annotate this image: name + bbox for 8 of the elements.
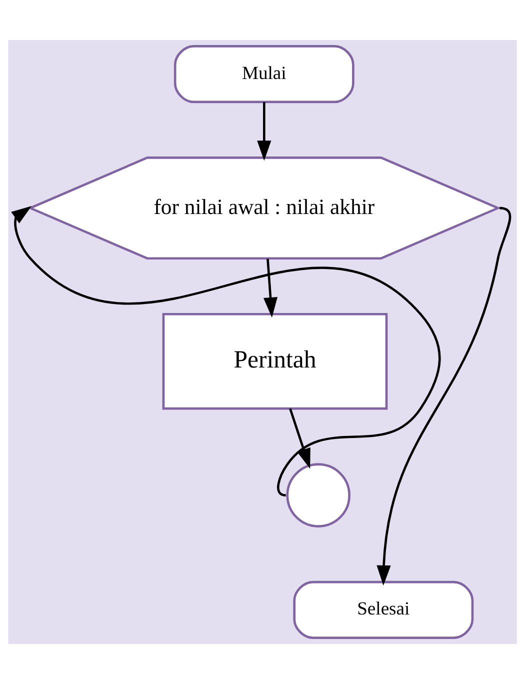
arrow <box>376 206 512 586</box>
arrow <box>257 102 272 160</box>
node-box: Mulai <box>174 44 354 103</box>
arrow <box>289 408 310 468</box>
arrow <box>263 258 278 318</box>
node-box: Perintah <box>162 312 388 410</box>
node-box: Selesai <box>293 580 474 638</box>
node-circle <box>286 462 350 527</box>
